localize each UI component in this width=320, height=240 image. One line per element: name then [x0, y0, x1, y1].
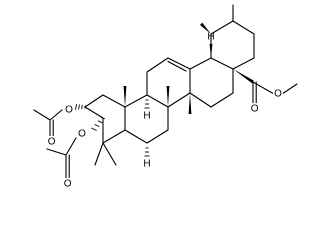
hydrogen-c9: H — [143, 111, 150, 122]
ring-b-bonds — [124, 94, 169, 144]
methyl-bonds — [94, 4, 234, 166]
structure-canvas: O O O O O O H H H — [33, 4, 298, 190]
double-bond-inner — [167, 60, 187, 72]
ester-carbonyl-oxygen: O — [251, 104, 259, 115]
acetate-bottom-ester-oxygen: O — [78, 129, 86, 140]
acetate-bottom-carbonyl-oxygen: O — [64, 179, 72, 190]
stereo-hydrogen-bonds — [144, 44, 213, 157]
acetate-top-bonds — [33, 103, 86, 137]
atom-labels: O O O O O O H H H — [46, 32, 283, 190]
molecule-drawing: O O O O O O H H H — [33, 4, 298, 190]
hydrogen-c18: H — [207, 32, 214, 43]
methyl-ester-bonds — [233, 69, 298, 104]
acetate-bottom-bonds — [46, 116, 105, 179]
ring-c-bonds — [146, 57, 191, 108]
acetate-top-carbonyl-oxygen: O — [48, 137, 56, 148]
hydrogen-c5: H — [143, 159, 150, 170]
methyl-ester-oxygen: O — [274, 89, 282, 100]
ring-a-bonds — [84, 94, 126, 144]
acetate-top-ester-oxygen: O — [65, 105, 73, 116]
ring-d-bonds — [189, 57, 234, 108]
